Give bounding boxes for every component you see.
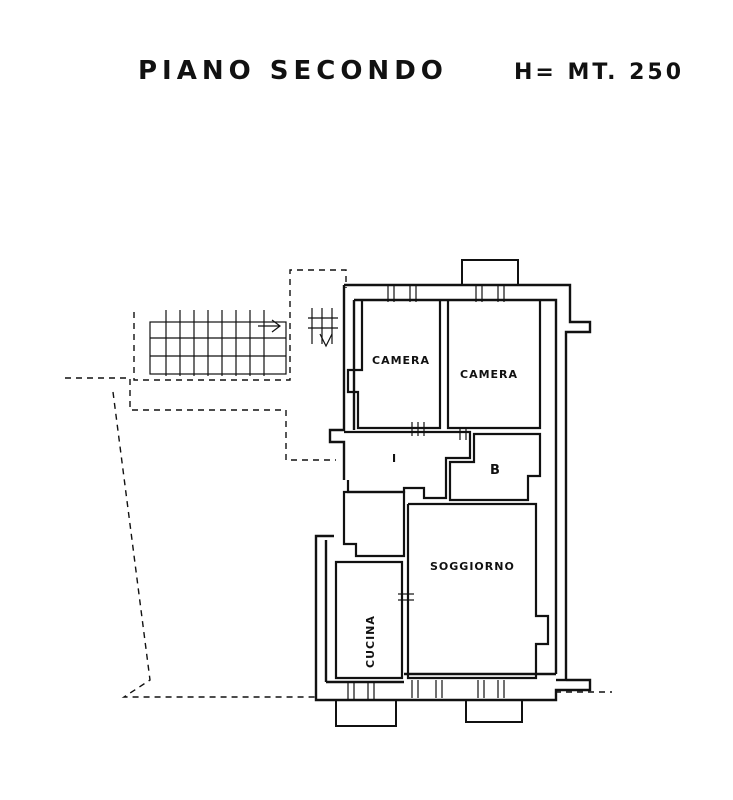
room-label-camera-right: CAMERA xyxy=(460,368,518,381)
balconies xyxy=(335,259,523,727)
window-bottom-3 xyxy=(477,680,505,698)
dashed-outlines xyxy=(65,269,612,698)
plan-title: PIANO SECONDO xyxy=(138,56,448,86)
staircase xyxy=(149,308,338,376)
window-top-2 xyxy=(475,286,505,302)
window-bottom-2 xyxy=(411,680,443,698)
window-marks xyxy=(347,286,505,700)
window-top-1 xyxy=(387,286,417,302)
window-bottom-1 xyxy=(347,682,375,700)
room-label-bath: B xyxy=(490,463,501,478)
stair-treads xyxy=(165,310,265,376)
stair-arrow-icon xyxy=(258,319,281,333)
exterior-walls xyxy=(314,283,592,702)
door-marks-hall xyxy=(411,422,467,440)
room-label-camera-left: CAMERA xyxy=(372,354,430,367)
room-label-soggiorno: SOGGIORNO xyxy=(430,560,515,573)
ceiling-height-label: H= MT. 250 xyxy=(514,60,685,85)
interior-walls xyxy=(334,300,550,680)
door-marks-kitchen xyxy=(398,593,414,601)
room-label-hall: I xyxy=(392,452,397,465)
side-stair-icon xyxy=(308,308,338,348)
room-label-cucina: CUCINA xyxy=(364,615,377,668)
